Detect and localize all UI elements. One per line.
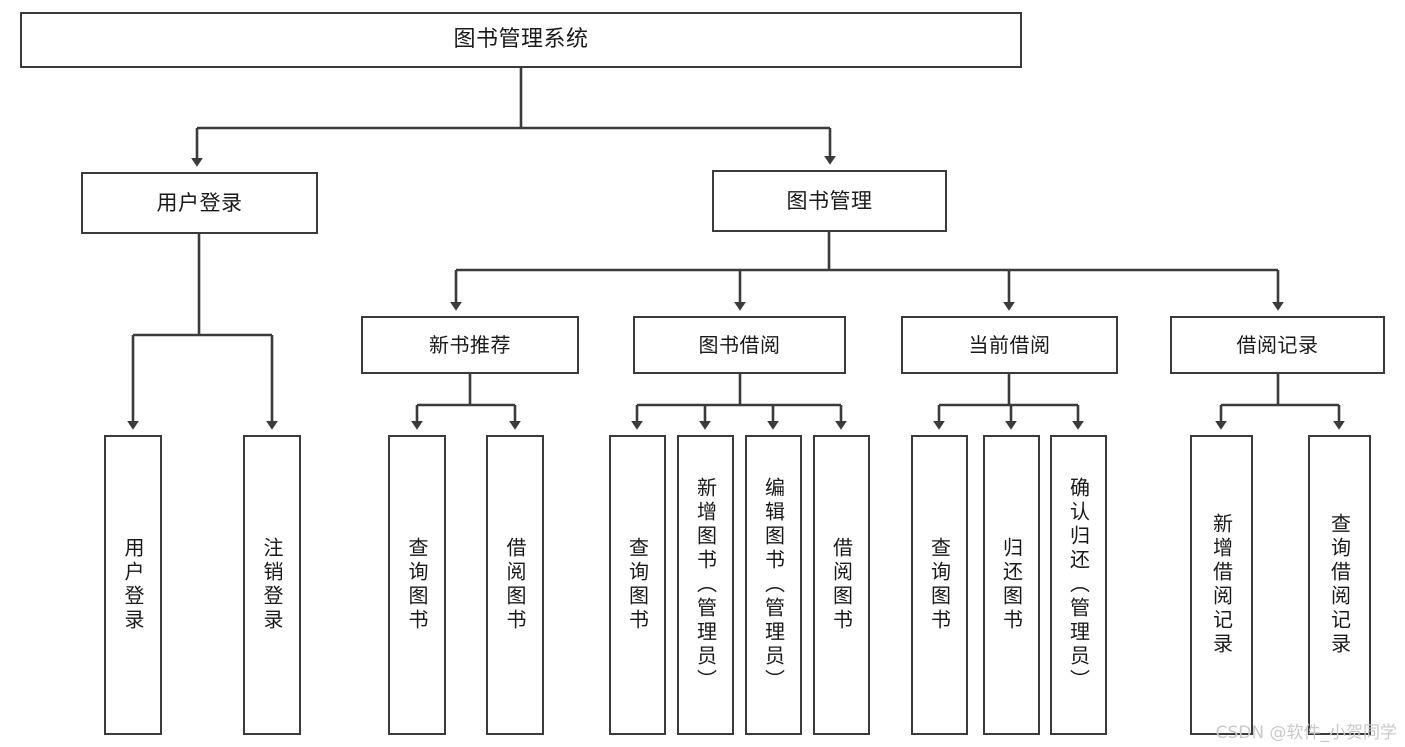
leaf-query-record[interactable]: 查询借阅记录 xyxy=(1308,435,1371,735)
leaf-return-book-label: 归还图书 xyxy=(999,537,1024,633)
leaf-confirm-return-label: 确认归还（管理员） xyxy=(1066,477,1091,693)
leaf-edit-book[interactable]: 编辑图书（管理员） xyxy=(745,435,802,735)
node-new-book-recommend-label: 新书推荐 xyxy=(429,332,511,357)
leaf-user-login-label: 用户登录 xyxy=(121,537,145,633)
leaf-return-book[interactable]: 归还图书 xyxy=(983,435,1040,735)
leaf-add-record[interactable]: 新增借阅记录 xyxy=(1190,435,1253,735)
node-user-login-label: 用户登录 xyxy=(156,190,243,215)
leaf-user-logout-label: 注销登录 xyxy=(260,537,284,633)
node-borrow-record-label: 借阅记录 xyxy=(1236,332,1319,357)
leaf-add-book[interactable]: 新增图书（管理员） xyxy=(677,435,734,735)
leaf-borrow-book-2[interactable]: 借阅图书 xyxy=(813,435,870,735)
leaf-query-book-2[interactable]: 查询图书 xyxy=(609,435,666,735)
leaf-confirm-return[interactable]: 确认归还（管理员） xyxy=(1050,435,1107,735)
node-root-label: 图书管理系统 xyxy=(453,27,589,53)
node-new-book-recommend[interactable]: 新书推荐 xyxy=(361,316,579,374)
leaf-borrow-book-1[interactable]: 借阅图书 xyxy=(486,435,544,735)
leaf-query-book-1[interactable]: 查询图书 xyxy=(388,435,446,735)
node-book-borrow[interactable]: 图书借阅 xyxy=(633,316,846,374)
node-book-manage-label: 图书管理 xyxy=(786,188,873,213)
leaf-edit-book-label: 编辑图书（管理员） xyxy=(761,477,786,693)
leaf-borrow-book-2-label: 借阅图书 xyxy=(829,537,854,633)
node-user-login[interactable]: 用户登录 xyxy=(81,172,318,234)
leaf-query-book-3[interactable]: 查询图书 xyxy=(911,435,968,735)
node-root[interactable]: 图书管理系统 xyxy=(20,12,1022,68)
leaf-add-record-label: 新增借阅记录 xyxy=(1209,513,1234,657)
node-current-borrow-label: 当前借阅 xyxy=(968,332,1051,357)
leaf-user-login[interactable]: 用户登录 xyxy=(104,435,162,735)
node-book-manage[interactable]: 图书管理 xyxy=(712,170,947,232)
node-borrow-record[interactable]: 借阅记录 xyxy=(1170,316,1385,374)
leaf-query-book-3-label: 查询图书 xyxy=(927,537,952,633)
leaf-query-record-label: 查询借阅记录 xyxy=(1327,513,1352,657)
node-book-borrow-label: 图书借阅 xyxy=(698,332,781,357)
leaf-user-logout[interactable]: 注销登录 xyxy=(243,435,301,735)
leaf-query-book-1-label: 查询图书 xyxy=(405,537,429,633)
leaf-borrow-book-1-label: 借阅图书 xyxy=(503,537,527,633)
leaf-add-book-label: 新增图书（管理员） xyxy=(693,477,718,693)
leaf-query-book-2-label: 查询图书 xyxy=(625,537,650,633)
node-current-borrow[interactable]: 当前借阅 xyxy=(901,316,1118,374)
csdn-watermark: CSDN @软件_小贺同学 xyxy=(1215,723,1397,743)
